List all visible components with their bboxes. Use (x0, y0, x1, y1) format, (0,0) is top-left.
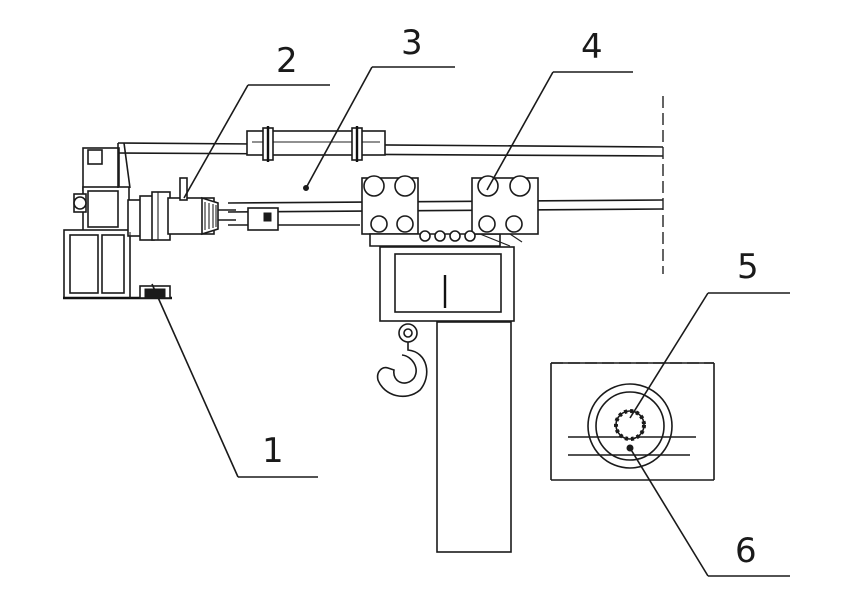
callout-label-5: 5 (737, 247, 759, 287)
detail-view (550, 362, 715, 481)
end-drive-assembly (63, 142, 172, 300)
track-beam (227, 199, 664, 231)
callout-label-2: 2 (276, 41, 298, 81)
callout-label-6: 6 (735, 531, 757, 571)
coupling-motor (151, 177, 236, 241)
callout-label-1: 1 (262, 431, 284, 471)
trolley (361, 175, 539, 247)
callout-label-4: 4 (581, 27, 603, 67)
callout-label-3: 3 (401, 23, 423, 63)
upper-rail (117, 126, 664, 162)
hoist (376, 246, 515, 553)
callout-leaders (151, 66, 790, 577)
